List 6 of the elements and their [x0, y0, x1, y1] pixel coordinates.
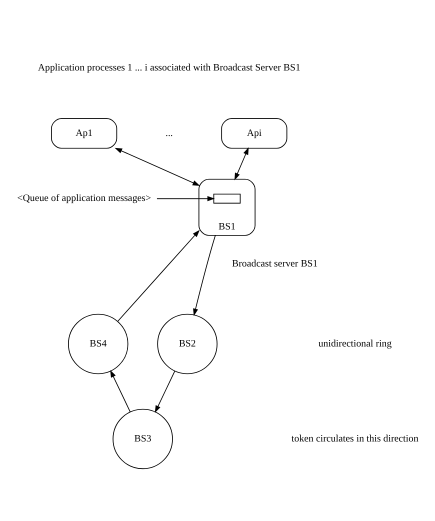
label: unidirectional ring: [318, 338, 392, 350]
label: Application processes 1 ... i associated with Broadcast Server BS1: [38, 62, 300, 74]
node-label: Broadcast server BS1: [232, 258, 318, 269]
node-text: <Queue of application messages>: [17, 192, 152, 204]
label: token circulates in this direction: [292, 433, 418, 444]
label: ...: [165, 127, 173, 138]
